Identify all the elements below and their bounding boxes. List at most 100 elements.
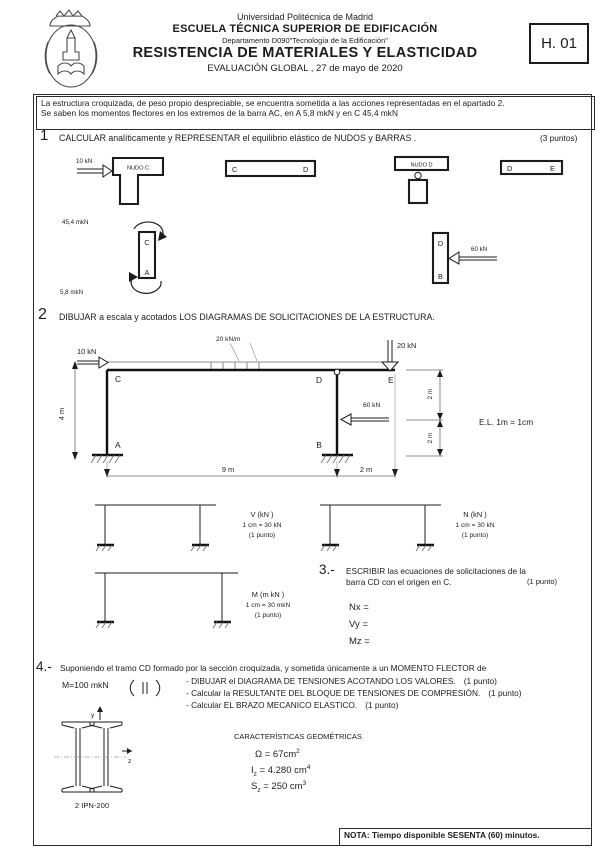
- bar-ca-bottom-label: A: [145, 268, 150, 277]
- arrow-right-icon: [77, 164, 113, 178]
- support-a: [90, 453, 123, 464]
- static-exponent: 3: [302, 780, 307, 787]
- q3-eq-vy: Vy =: [349, 619, 368, 630]
- dim-right: 2 m 2 m: [406, 369, 443, 457]
- nudo-c-label: NUDO C: [127, 166, 149, 172]
- area-value: Ω = 67cm: [255, 749, 297, 761]
- intro-line-2: Se saben los momentos flectores en los e…: [41, 107, 398, 118]
- m-diagram-points: (1 punto): [255, 612, 281, 619]
- q3-line-1: ESCRIBIR las ecuaciones de solicitacione…: [346, 566, 526, 576]
- bar-cd-left-label: C: [232, 165, 238, 174]
- q3-number: 3.-: [319, 562, 335, 577]
- property-inertia: Iz = 4.280 cm4: [251, 764, 310, 778]
- q4-number: 4.-: [36, 659, 52, 674]
- q1-diagrams: 10 kN NUDO C C D NUDO D D E: [60, 155, 564, 296]
- moment-symbol-icon: [129, 679, 161, 697]
- q4-task-3: - Calcular EL BRAZO MECANICO ELASTICO. (1…: [186, 700, 399, 711]
- support-b: [320, 453, 353, 464]
- subject-title: RESISTENCIA DE MATERIALES Y ELASTICIDAD: [132, 45, 478, 61]
- v-diagram-label: V (kN ): [251, 510, 274, 519]
- content-border: [33, 94, 592, 846]
- q2-text: DIBUJAR a escala y acotados LOS DIAGRAMA…: [59, 312, 435, 322]
- inertia-exponent: 4: [306, 764, 311, 771]
- exam-title: EVALUACIÓN GLOBAL , 27 de mayo de 2020: [207, 63, 403, 74]
- moment-arc-top-icon: [133, 221, 164, 238]
- bar-cd-diagram: C D: [224, 159, 317, 178]
- q1-number: 1: [40, 127, 49, 144]
- scale-label: E.L. 1m = 1cm: [479, 417, 533, 427]
- z-axis-label: z: [128, 758, 131, 765]
- bar-ca-top-label: C: [144, 238, 150, 247]
- q4-task-1: - DIBUJAR el DIAGRAMA DE TENSIONES ACOTA…: [186, 676, 497, 687]
- bar-db-bottom-label: B: [438, 272, 443, 281]
- static-value: = 250 cm: [260, 781, 303, 793]
- static-symbol: S: [251, 781, 258, 793]
- load-c-arrow-icon: [77, 356, 109, 369]
- bar-db-diagram: D B 60 kN: [431, 231, 497, 285]
- university-name: Universidad Politécnica de Madrid: [236, 12, 374, 22]
- hinge-circle-icon: [414, 171, 422, 180]
- m-diagram-frame: [95, 572, 238, 629]
- m-diagram-label: M (m kN ): [252, 590, 284, 599]
- q4-task-1-points: (1 punto): [463, 676, 497, 686]
- time-note: NOTA: Tiempo disponible SESENTA (60) min…: [344, 830, 540, 840]
- n-diagram-label: N (kN ): [463, 510, 486, 519]
- dim-cantilever-label: 2 m: [360, 465, 372, 474]
- nudo-c-load-label: 10 kN: [76, 158, 92, 165]
- q3-points: (1 punto): [527, 577, 558, 586]
- bar-db-top-label: D: [438, 239, 443, 248]
- moment-arrowhead: [129, 272, 138, 282]
- bar-ca-shape: [137, 230, 157, 280]
- frame-drawing: 20 kN/m 20 kN 10 kN 60 kN C A D: [57, 336, 533, 478]
- university-crest-icon: [44, 9, 98, 88]
- hinge-d-icon: [333, 368, 341, 376]
- bar-db-shape: [431, 231, 450, 285]
- m-diagram-scale: 1 cm = 30 mkN: [246, 602, 291, 609]
- intro-line-1: La estructura croquizada, de peso propio…: [41, 98, 505, 108]
- bar-de-shape: [499, 159, 564, 176]
- bar-de-right-label: E: [550, 164, 555, 173]
- bar-de-left-label: D: [507, 164, 512, 173]
- bar-cd-shape: [224, 159, 317, 178]
- q2-number: 2: [38, 306, 47, 323]
- moment-a-label: 5,8 mkN: [60, 289, 83, 296]
- inertia-subscript: z: [253, 771, 257, 779]
- q3-line-2: barra CD con el origen en C.: [346, 577, 452, 587]
- bar-cd-right-label: D: [303, 165, 308, 174]
- dim-height: 4 m: [57, 361, 78, 460]
- corner-node-shape: [111, 156, 165, 206]
- area-exponent: 2: [296, 748, 300, 755]
- q1-text: CALCULAR analíticamente y REPRESENTAR el…: [59, 133, 417, 143]
- dim-height-label: 4 m: [57, 408, 66, 420]
- q4-task-3-text: - Calcular EL BRAZO MECANICO ELASTICO.: [186, 700, 358, 710]
- node-d-label: D: [316, 375, 322, 385]
- property-static-moment: Sz = 250 cm3: [251, 780, 306, 794]
- q3-eq-nx: Nx =: [349, 602, 369, 613]
- load-e-label: 20 kN: [397, 341, 416, 350]
- udl-label: 20 kN/m: [216, 336, 241, 343]
- sheet-code-box: H. 01: [529, 23, 589, 64]
- load-db-label: 60 kN: [363, 402, 380, 409]
- y-axis-icon: y: [91, 706, 103, 720]
- dim-right-upper-label: 2 m: [427, 388, 434, 399]
- v-diagram-scale: 1 cm = 30 kN: [242, 522, 281, 529]
- arrow-left-icon: [448, 251, 497, 265]
- header-block: Universidad Politécnica de Madrid ESCUEL…: [103, 12, 507, 75]
- n-diagram-scale: 1 cm = 30 kN: [455, 522, 494, 529]
- q3-eq-mz: Mz =: [349, 636, 370, 647]
- n-diagram-points: (1 punto): [462, 532, 488, 539]
- nudo-d-diagram: NUDO D: [393, 155, 450, 205]
- q4-task-3-points: (1 punto): [365, 700, 399, 710]
- bar-ca-diagram: 45,4 mkN C A 5,8 mkN: [60, 219, 167, 296]
- nudo-d-stub-shape: [407, 178, 429, 205]
- node-c-label: C: [115, 374, 121, 384]
- node-b-label: B: [316, 440, 322, 450]
- static-subscript: z: [257, 787, 261, 795]
- q4-moment-value: M=100 mkN: [62, 680, 109, 690]
- dim-bottom: 9 m 2 m: [104, 374, 398, 478]
- z-axis-icon: z: [122, 748, 132, 765]
- property-area: Ω = 67cm2: [255, 748, 300, 760]
- n-diagram-frame: [320, 504, 441, 552]
- intro-box: La estructura croquizada, de peso propio…: [36, 96, 595, 130]
